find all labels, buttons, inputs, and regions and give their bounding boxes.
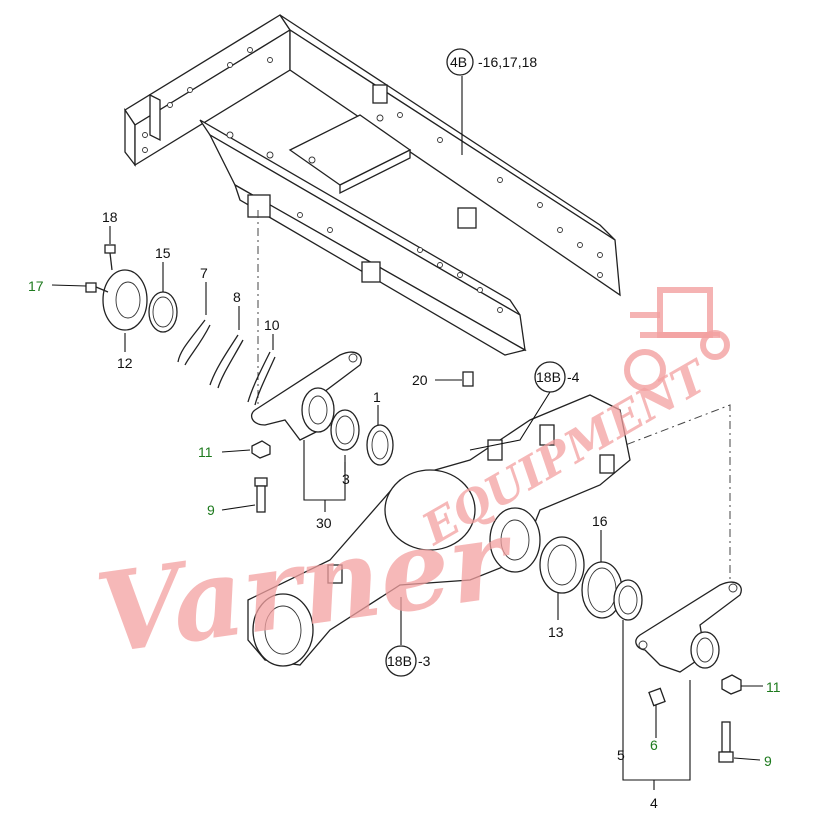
leader-lines (51, 226, 763, 790)
label-1: 1 (373, 389, 381, 405)
label-9-right: 9 (764, 753, 772, 769)
label-15: 15 (155, 245, 171, 261)
tractor-icon (624, 287, 730, 391)
label-5: 5 (617, 747, 625, 763)
label-11-left: 11 (198, 444, 213, 460)
label-4: 4 (650, 795, 658, 811)
callout-18b-top-label: 18B (536, 369, 561, 385)
label-18: 18 (102, 209, 118, 225)
label-9-left: 9 (207, 502, 215, 518)
callout-4b-suffix: -16,17,18 (478, 54, 537, 70)
axle-housing (247, 371, 631, 667)
label-8: 8 (233, 289, 241, 305)
callout-4b-circle (446, 48, 474, 76)
callout-4b-label: 4B (450, 54, 467, 70)
callout-18b-bottom-circle (385, 645, 417, 677)
label-6: 6 (650, 737, 658, 753)
label-7: 7 (200, 265, 208, 281)
label-30: 30 (316, 515, 332, 531)
callout-18b-bottom-label: 18B (387, 653, 412, 669)
watermark-arc-text: EQUIPMENT (412, 350, 718, 556)
label-12: 12 (117, 355, 133, 371)
callout-18b-bottom-suffix: -3 (418, 653, 431, 669)
label-11-right: 11 (766, 679, 781, 695)
label-20: 20 (412, 372, 428, 388)
label-16: 16 (592, 513, 608, 529)
steering-arm-left (251, 351, 394, 513)
frame-assembly (124, 14, 621, 356)
cap-assembly-left (85, 244, 178, 333)
right-side-parts (539, 536, 742, 763)
label-13: 13 (548, 624, 564, 640)
clips (177, 319, 276, 406)
callout-18b-top-circle (534, 361, 566, 393)
label-3: 3 (342, 471, 350, 487)
label-17: 17 (28, 278, 44, 294)
callout-18b-top-suffix: -4 (567, 369, 580, 385)
label-10: 10 (264, 317, 280, 333)
